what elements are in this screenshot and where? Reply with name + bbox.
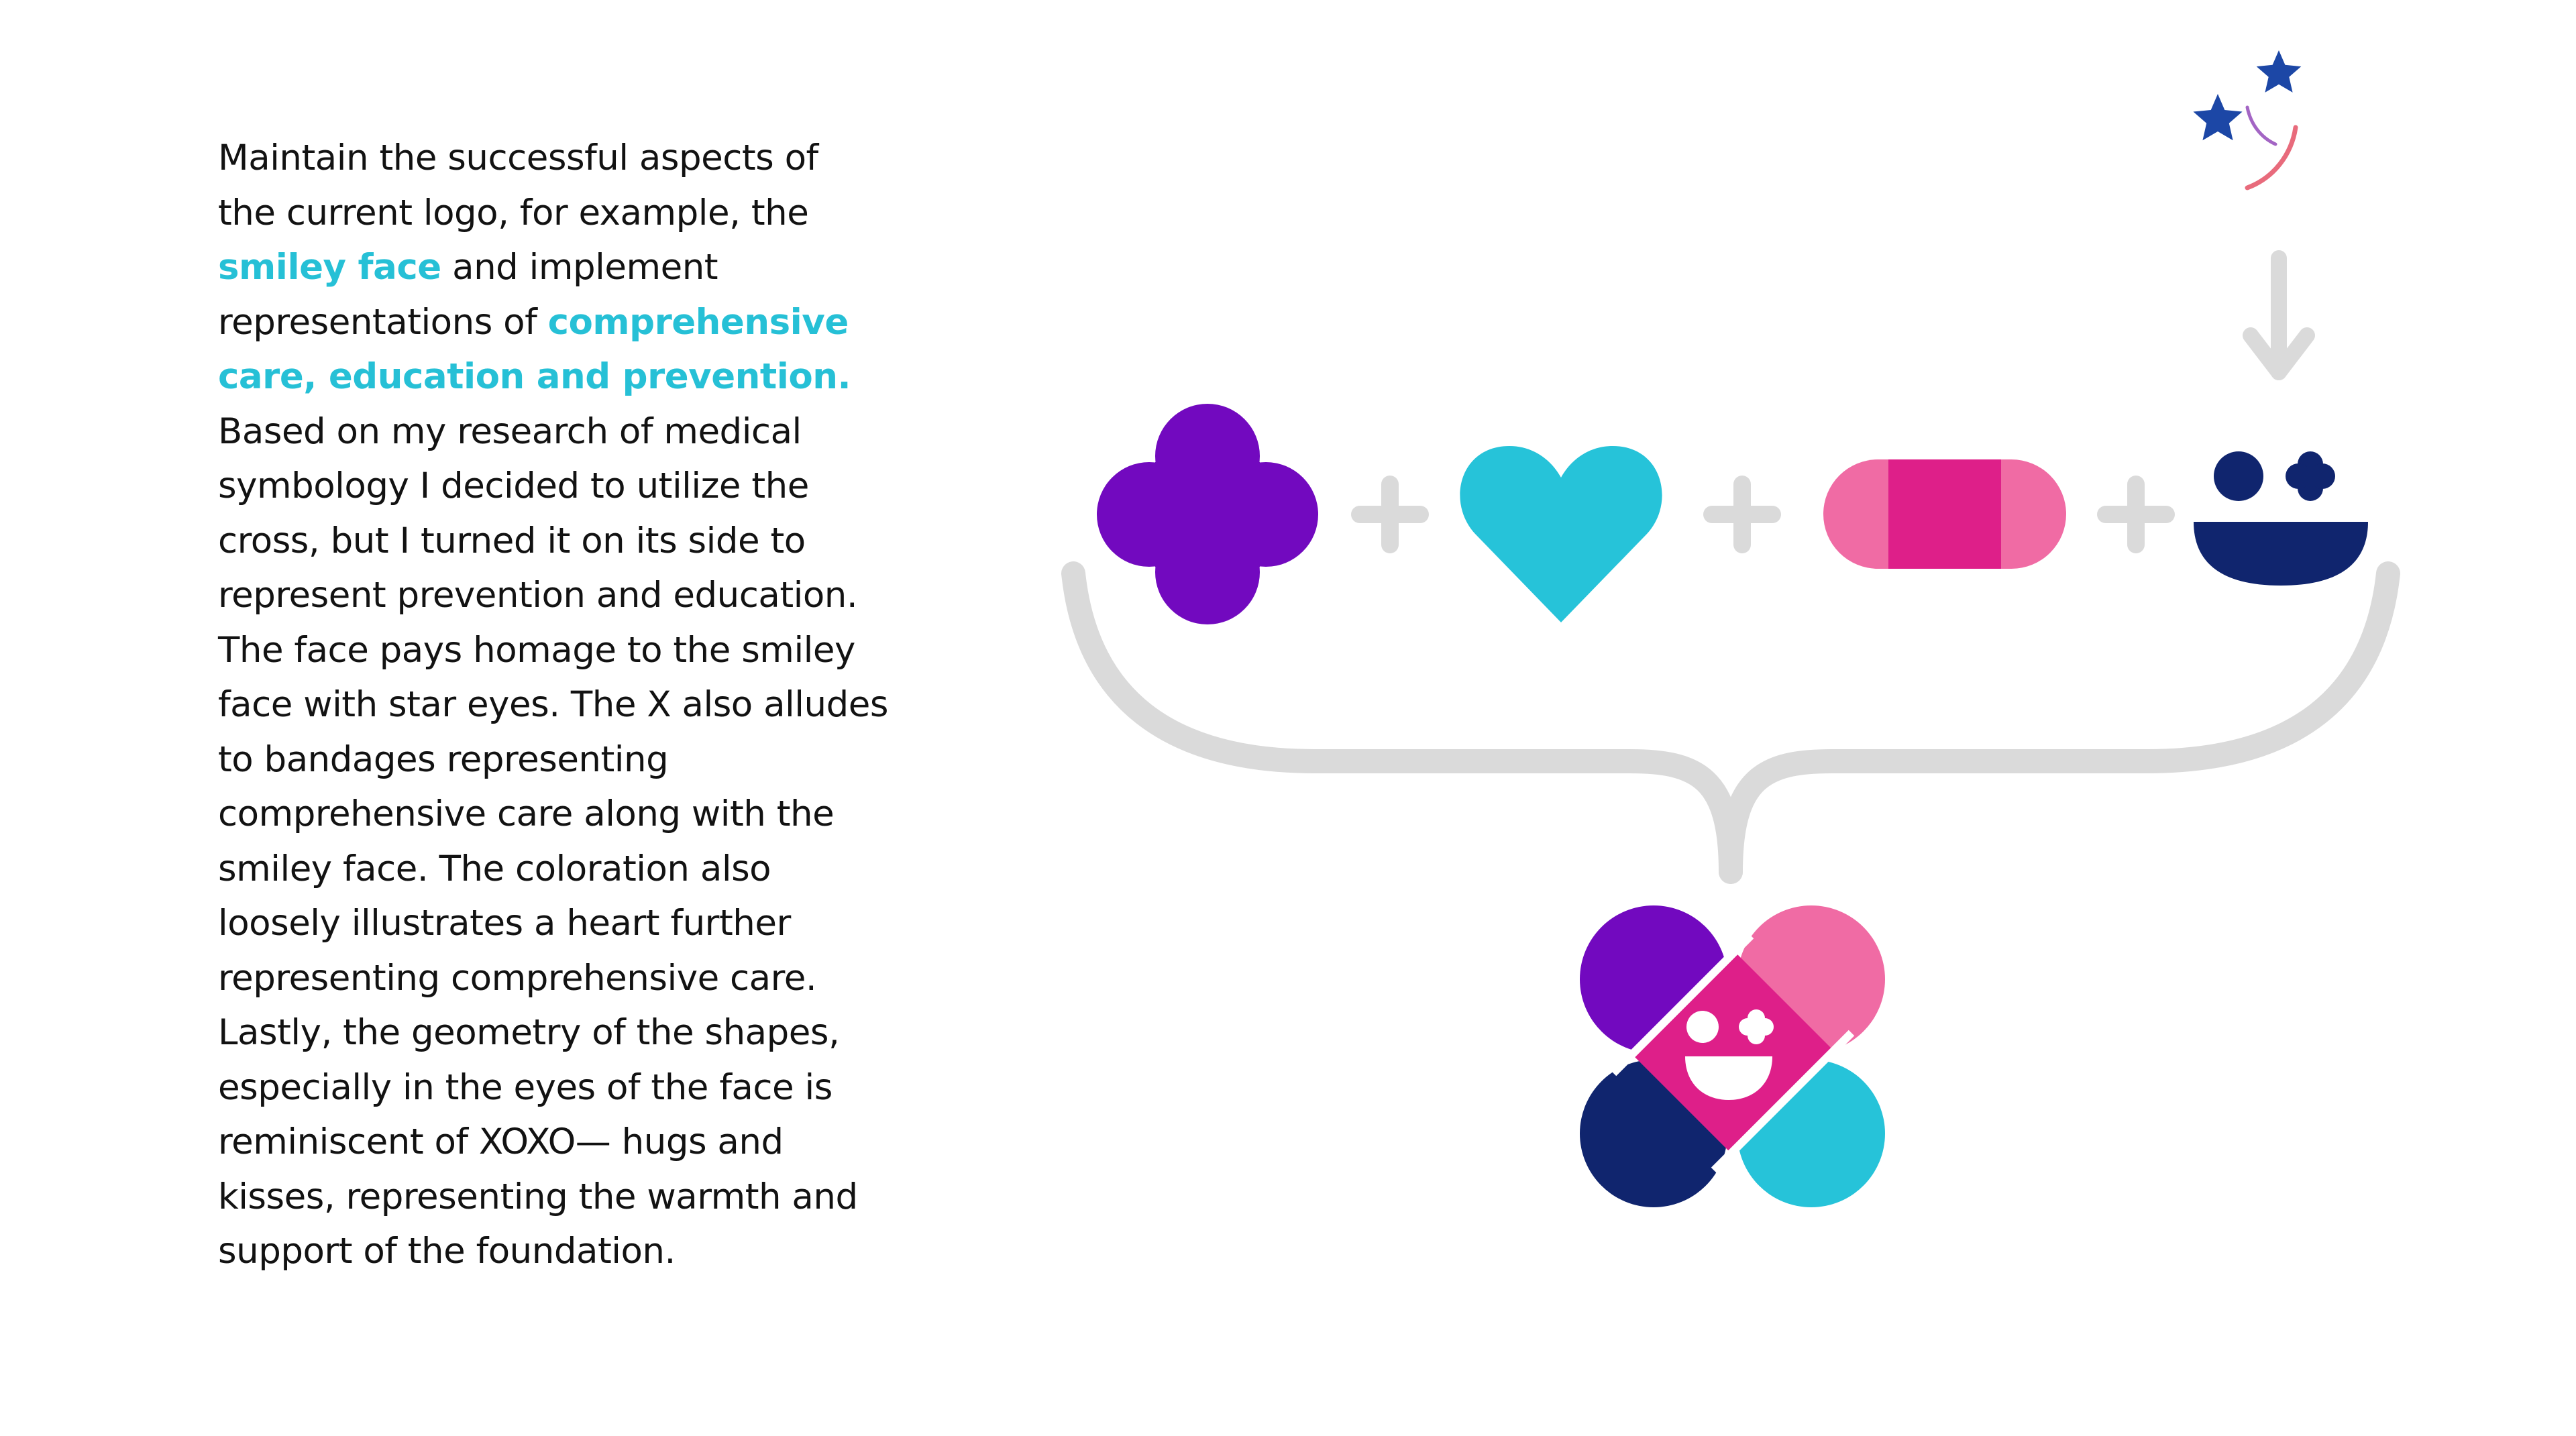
description-line: representing comprehensive care. [218,957,817,999]
cross-icon [1097,404,1318,624]
description-line: smiley face. The coloration also [218,848,771,889]
description-line: especially in the eyes of the face is [218,1066,833,1108]
combined-logo-icon [1580,905,1885,1207]
description-line: care, education and prevention. [218,349,889,404]
xo-face-icon [2194,451,2368,586]
description-text: Maintain the successful aspects of the c… [218,131,889,1279]
highlight-care-education-prevention: care, education and prevention. [218,356,851,397]
description-line: represent prevention and education. [218,575,858,616]
description-line: The face pays homage to the smiley [218,629,855,671]
description-line: representations of comprehensive [218,301,849,343]
connector-brace [1061,561,2400,884]
description-line: Maintain the successful aspects of [218,137,818,178]
description-line: symbology I decided to utilize the [218,465,809,506]
description-line: comprehensive care along with the [218,793,835,834]
highlight-smiley-face: smiley face [218,247,441,288]
description-line: support of the foundation. [218,1231,676,1272]
highlight-comprehensive: comprehensive [547,301,849,343]
x-eye-icon [2286,451,2335,501]
description-line: kisses, representing the warmth and [218,1176,858,1217]
star-icon [2193,94,2243,141]
plus-icon [1703,476,1781,553]
plus-icon [1351,476,1429,553]
mouth-icon [1685,1056,1772,1100]
down-arrow-icon [2243,250,2315,380]
description-line: the current logo, for example, the [218,192,809,233]
description-line: loosely illustrates a heart further [218,903,791,944]
x-eye-icon [1739,1009,1774,1044]
description-line: reminiscent of XOXO— hugs and [218,1121,784,1162]
mouth-icon [2194,522,2368,586]
old-logo [2193,50,2302,190]
smile-arc-icon [2245,125,2298,190]
description-line: smiley face and implement [218,247,718,288]
description-line: Based on my research of medical [218,410,802,452]
logo-face-icon [1685,1009,1774,1100]
description-line: to bandages representing [218,738,669,780]
bandage-icon [1823,459,2066,569]
description-line: Lastly, the geometry of the shapes, [218,1012,840,1053]
description-line: face with star eyes. The X also alludes [218,684,888,725]
heart-icon [1460,446,1662,622]
star-icon [2256,50,2302,93]
plus-icon [2097,476,2175,553]
description-line: cross, but I turned it on its side to [218,520,806,561]
